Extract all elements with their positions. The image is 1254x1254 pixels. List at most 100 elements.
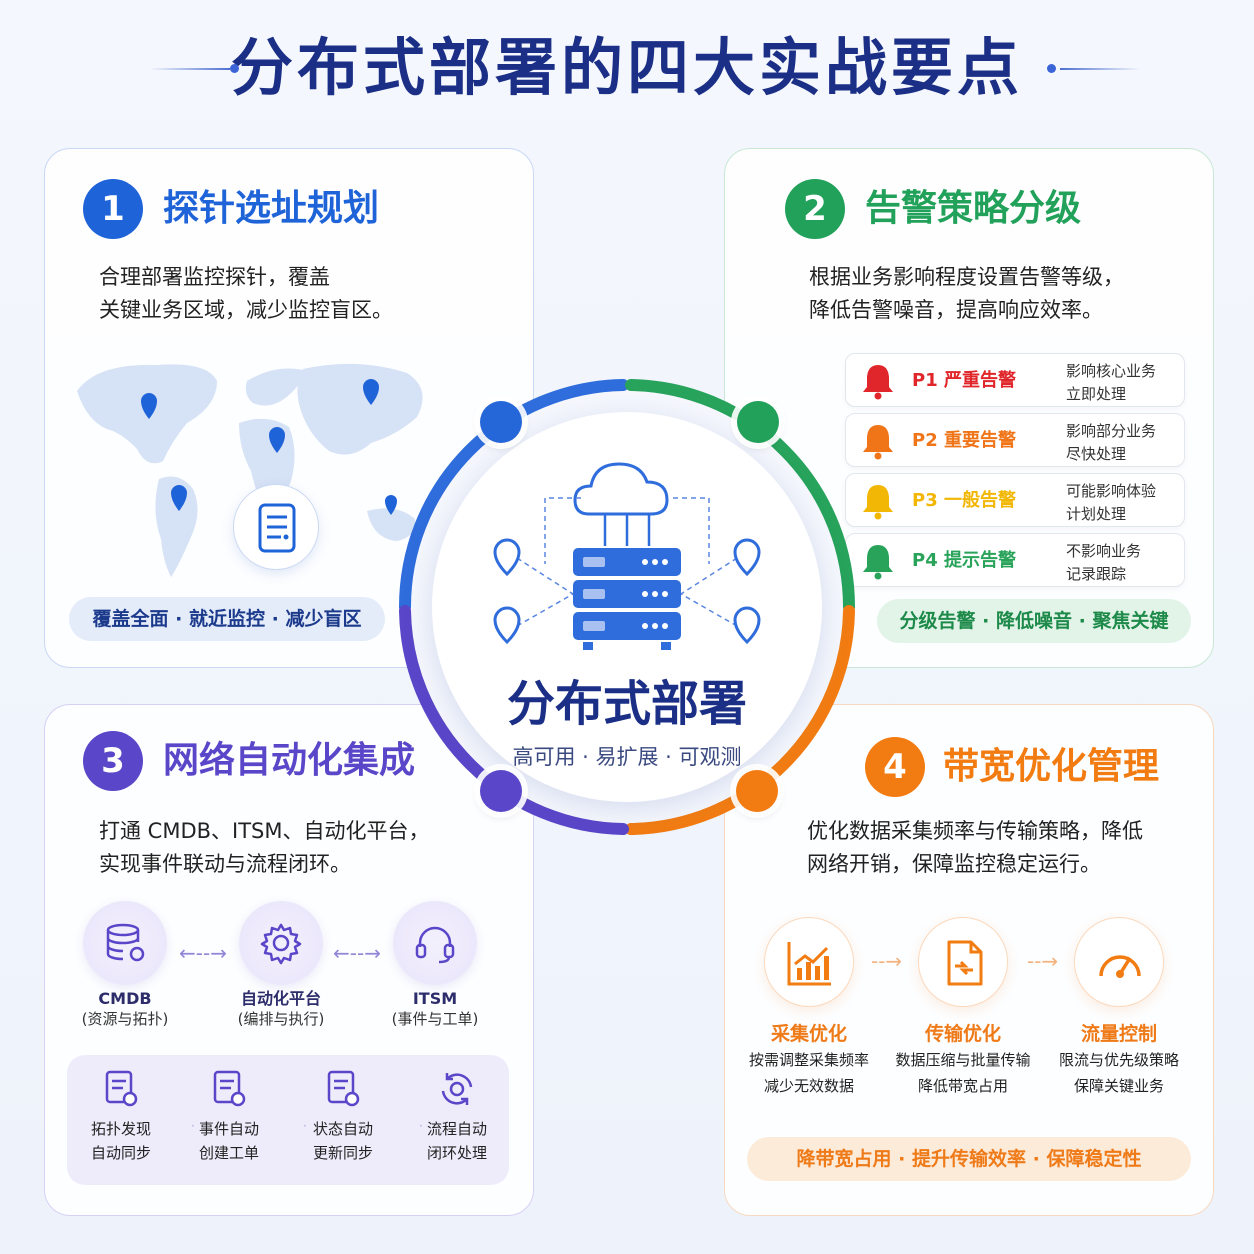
flow-separator: · bbox=[191, 1119, 195, 1133]
page-title-area: 分布式部署的四大实战要点 bbox=[0, 28, 1254, 108]
flow-label: 事件自动 bbox=[198, 1120, 259, 1138]
page-title: 分布式部署的四大实战要点 bbox=[230, 31, 1023, 104]
node-green bbox=[737, 401, 779, 443]
flow-label: 更新同步 bbox=[312, 1144, 373, 1162]
loop-gear-icon bbox=[441, 1073, 473, 1105]
card1-desc-line1: 合理部署监控探针，覆盖 bbox=[99, 265, 330, 289]
alert-level: P1 严重告警 bbox=[912, 370, 1016, 391]
card3-title: 网络自动化集成 bbox=[163, 740, 416, 781]
title-line-right bbox=[1060, 68, 1140, 70]
arrow-right-icon: --→ bbox=[1027, 949, 1059, 973]
opt-name: 采集优化 bbox=[770, 1023, 847, 1045]
system-cmdb: CMDB (资源与拓扑) bbox=[45, 901, 205, 1029]
alert-row: P2 重要告警影响部分业务尽快处理 bbox=[845, 413, 1185, 467]
card2-desc-line1: 根据业务影响程度设置告警等级， bbox=[809, 265, 1124, 289]
card3-number: 3 bbox=[83, 731, 143, 791]
bell-icon bbox=[863, 425, 893, 460]
card4-title: 带宽优化管理 bbox=[943, 746, 1160, 787]
alert-level: P3 一般告警 bbox=[912, 490, 1016, 511]
system-sub: (事件与工单) bbox=[391, 1010, 479, 1028]
opt-line2: 减少无效数据 bbox=[763, 1077, 854, 1095]
alert-impact: 可能影响体验 bbox=[1066, 482, 1157, 500]
opt-transmission: 传输优化 数据压缩与批量传输 降低带宽占用 bbox=[883, 917, 1043, 1099]
flow-topology-sync: 拓扑发现自动同步 bbox=[71, 1069, 171, 1165]
card2-desc-line2: 降低告警噪音，提高响应效率。 bbox=[809, 298, 1103, 322]
world-map-icon bbox=[77, 363, 423, 577]
opt-collection: 采集优化 按需调整采集频率 减少无效数据 bbox=[729, 917, 889, 1099]
card-probe-planning: 1 探针选址规划 合理部署监控探针，覆盖 关键业务区域，减少监控盲区。 bbox=[44, 148, 534, 668]
chart-icon bbox=[764, 917, 854, 1007]
flow-label: 拓扑发现 bbox=[90, 1120, 151, 1138]
alert-action: 立即处理 bbox=[1066, 385, 1127, 403]
alert-row: P1 严重告警 影响核心业务立即处理 bbox=[845, 353, 1185, 407]
flow-label: 流程自动 bbox=[426, 1120, 487, 1138]
alert-impact: 影响核心业务 bbox=[1066, 362, 1157, 380]
server-doc-icon bbox=[233, 484, 319, 570]
flow-label: 闭环处理 bbox=[426, 1144, 487, 1162]
system-automation: 自动化平台 (编排与执行) bbox=[201, 901, 361, 1029]
flow-separator: · bbox=[303, 1119, 307, 1133]
title-dot-right bbox=[1047, 64, 1056, 73]
automation-flow: 拓扑发现自动同步 · 事件自动创建工单 · 状态自动更新同步 · 流程自动闭环处… bbox=[67, 1055, 509, 1185]
card-network-automation: 3 网络自动化集成 打通 CMDB、ITSM、自动化平台， 实现事件联动与流程闭… bbox=[44, 704, 534, 1216]
flow-separator: · bbox=[419, 1119, 423, 1133]
flow-label: 状态自动 bbox=[312, 1120, 373, 1138]
card2-desc: 根据业务影响程度设置告警等级， 降低告警噪音，提高响应效率。 bbox=[809, 261, 1124, 327]
status-doc-icon bbox=[327, 1070, 360, 1107]
center-subtitle: 高可用 · 易扩展 · 可观测 bbox=[512, 745, 742, 769]
opt-name: 传输优化 bbox=[924, 1023, 1001, 1045]
title-line-left bbox=[150, 68, 230, 70]
headset-icon bbox=[393, 901, 477, 985]
card1-number: 1 bbox=[83, 179, 143, 239]
flow-ticket-create: 事件自动创建工单 bbox=[179, 1069, 279, 1165]
card4-desc-line1: 优化数据采集频率与传输策略，降低 bbox=[807, 819, 1143, 843]
alert-impact: 影响部分业务 bbox=[1066, 422, 1157, 440]
system-name: 自动化平台 bbox=[240, 989, 321, 1008]
card-bandwidth-optimization: 4 带宽优化管理 优化数据采集频率与传输策略，降低 网络开销，保障监控稳定运行。… bbox=[724, 704, 1214, 1216]
gear-icon bbox=[239, 901, 323, 985]
system-sub: (资源与拓扑) bbox=[81, 1010, 169, 1028]
opt-line1: 按需调整采集频率 bbox=[748, 1051, 869, 1069]
alert-row: P4 提示告警不影响业务记录跟踪 bbox=[845, 533, 1185, 587]
system-name: CMDB bbox=[98, 989, 152, 1008]
document-check-icon bbox=[105, 1070, 138, 1107]
gauge-icon bbox=[1074, 917, 1164, 1007]
file-compress-icon bbox=[918, 917, 1008, 1007]
card1-desc-line2: 关键业务区域，减少监控盲区。 bbox=[99, 298, 393, 322]
bell-icon bbox=[863, 545, 893, 580]
alert-level: P4 提示告警 bbox=[912, 550, 1016, 571]
node-blue bbox=[480, 401, 522, 443]
center-title: 分布式部署 bbox=[506, 676, 747, 732]
alert-action: 计划处理 bbox=[1066, 505, 1127, 523]
flow-closed-loop: 流程自动闭环处理 bbox=[407, 1069, 507, 1165]
node-orange bbox=[736, 770, 778, 812]
bidirectional-arrow-icon: ←--→ bbox=[179, 941, 227, 965]
flow-label: 创建工单 bbox=[198, 1144, 259, 1162]
opt-name: 流量控制 bbox=[1080, 1023, 1157, 1045]
card4-tag: 降带宽占用 · 提升传输效率 · 保障稳定性 bbox=[747, 1137, 1191, 1181]
alert-action: 记录跟踪 bbox=[1066, 565, 1127, 583]
node-purple bbox=[480, 770, 522, 812]
center-hub: 分布式部署 高可用 · 易扩展 · 可观测 bbox=[392, 372, 862, 842]
card1-title: 探针选址规划 bbox=[163, 188, 380, 229]
alert-row: P3 一般告警 可能影响体验计划处理 bbox=[845, 473, 1185, 527]
card2-title: 告警策略分级 bbox=[865, 188, 1082, 229]
card4-desc: 优化数据采集频率与传输策略，降低 网络开销，保障监控稳定运行。 bbox=[807, 815, 1143, 881]
opt-line1: 限流与优先级策略 bbox=[1058, 1051, 1179, 1069]
card4-number: 4 bbox=[865, 737, 925, 797]
opt-line2: 降低带宽占用 bbox=[917, 1077, 1008, 1095]
cloud-server-icon bbox=[493, 462, 761, 650]
card1-tag: 覆盖全面 · 就近监控 · 减少盲区 bbox=[69, 597, 385, 641]
card3-desc-line2: 实现事件联动与流程闭环。 bbox=[99, 852, 351, 876]
database-icon bbox=[83, 901, 167, 985]
opt-flow-control: 流量控制 限流与优先级策略 保障关键业务 bbox=[1039, 917, 1199, 1099]
bidirectional-arrow-icon: ←--→ bbox=[333, 941, 381, 965]
alert-action: 尽快处理 bbox=[1066, 445, 1127, 463]
card1-desc: 合理部署监控探针，覆盖 关键业务区域，减少监控盲区。 bbox=[99, 261, 393, 327]
arrow-right-icon: --→ bbox=[871, 949, 903, 973]
system-sub: (编排与执行) bbox=[237, 1010, 325, 1028]
title-dot-left bbox=[230, 64, 239, 73]
system-itsm: ITSM (事件与工单) bbox=[355, 901, 515, 1029]
card2-number: 2 bbox=[785, 179, 845, 239]
opt-line2: 保障关键业务 bbox=[1073, 1077, 1164, 1095]
